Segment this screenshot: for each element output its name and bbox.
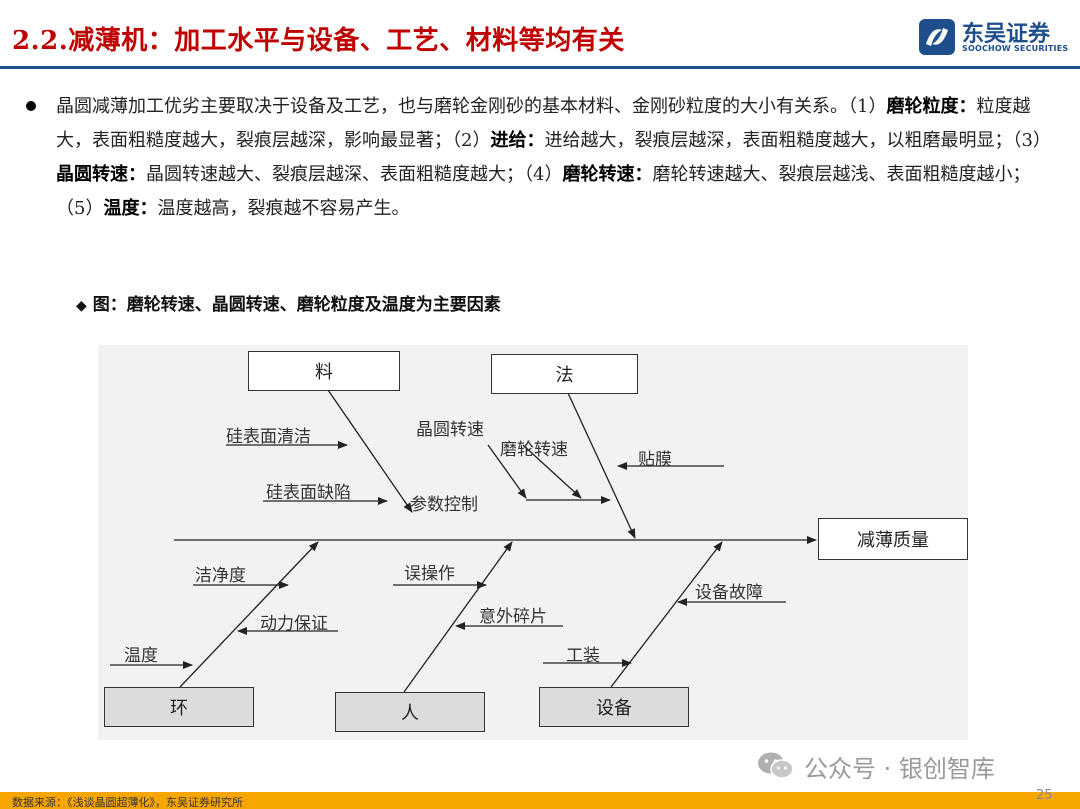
fishbone-lines bbox=[110, 389, 817, 693]
factor-fragment: 意外碎片 bbox=[479, 607, 547, 627]
footer-bar bbox=[0, 792, 1080, 809]
cause-box-people: 人 bbox=[335, 692, 485, 732]
factor-misoperation: 误操作 bbox=[404, 564, 455, 584]
term-temperature: 温度： bbox=[103, 198, 158, 219]
factor-temperature: 温度 bbox=[124, 646, 158, 666]
factor-tooling: 工装 bbox=[566, 646, 600, 666]
figure-caption-text: 图：磨轮转速、晶圆转速、磨轮粒度及温度为主要因素 bbox=[92, 295, 501, 315]
desc-wheel-speed: 磨轮转速越大、裂痕层越浅、表面粗糙度越小；（5） bbox=[56, 164, 1031, 219]
factor-params: 参数控制 bbox=[410, 495, 478, 515]
page-number: 25 bbox=[1036, 788, 1053, 803]
fishbone-diagram: 料 法 减薄质量 环 人 设备 硅表面清洁 硅表面缺陷 晶圆转速 磨轮转速 贴膜… bbox=[98, 345, 968, 740]
wechat-icon bbox=[758, 752, 794, 779]
factor-si-defect: 硅表面缺陷 bbox=[266, 483, 351, 503]
factor-fault: 设备故障 bbox=[695, 583, 763, 603]
term-wheel-speed: 磨轮转速： bbox=[562, 164, 653, 185]
cause-box-method: 法 bbox=[491, 354, 638, 394]
factor-cleanliness: 洁净度 bbox=[195, 566, 246, 586]
cause-box-equipment: 设备 bbox=[539, 687, 689, 727]
cause-box-material: 料 bbox=[248, 351, 400, 391]
bone-material bbox=[327, 389, 413, 513]
soochow-logo-icon bbox=[919, 19, 955, 55]
para-intro: 晶圆减薄加工优劣主要取决于设备及工艺，也与磨轮金刚砂的基本材料、金刚砂粒度的大小… bbox=[56, 96, 887, 117]
data-source: 数据来源：《浅谈晶圆超薄化》，东吴证券研究所 bbox=[12, 796, 243, 809]
logo-text-cn: 东吴证券 bbox=[962, 22, 1051, 47]
bone-method bbox=[567, 392, 636, 539]
watermark-text: 公众号 · 银创智库 bbox=[804, 754, 995, 783]
factor-film: 贴膜 bbox=[638, 450, 672, 470]
term-feed: 进给： bbox=[490, 130, 545, 151]
factor-wheel-speed: 磨轮转速 bbox=[500, 440, 568, 460]
desc-temperature: 温度越高，裂痕越不容易产生。 bbox=[157, 198, 410, 219]
cause-box-environment: 环 bbox=[104, 687, 254, 727]
desc-wafer-speed: 晶圆转速越大、裂痕层越深、表面粗糙度越大；（4） bbox=[146, 164, 563, 185]
header-divider bbox=[0, 66, 1080, 69]
figure-caption: ◆ 图：磨轮转速、晶圆转速、磨轮粒度及温度为主要因素 bbox=[76, 290, 501, 315]
bone-equipment bbox=[610, 541, 723, 688]
desc-feed: 进给越大，裂痕层越深，表面粗糙度越大，以粗磨最明显；（3） bbox=[544, 130, 1051, 151]
term-wafer-speed: 晶圆转速： bbox=[56, 164, 146, 185]
page-title: 2.2.减薄机：加工水平与设备、工艺、材料等均有关 bbox=[12, 26, 625, 56]
wechat-watermark: 公众号 · 银创智库 bbox=[756, 748, 995, 784]
factor-si-cleaning: 硅表面清洁 bbox=[226, 427, 311, 447]
brand-logo: 东吴证券 SOOCHOW SECURITIES bbox=[918, 16, 1068, 58]
factor-wafer-speed: 晶圆转速 bbox=[416, 420, 484, 440]
desc-wheel-grain: 粒度越大，表面粗糙度越大，裂痕层越深，影响最显著；（2） bbox=[56, 96, 1031, 151]
factor-power: 动力保证 bbox=[260, 614, 328, 634]
logo-text-en: SOOCHOW SECURITIES bbox=[962, 44, 1069, 53]
body-paragraph: 晶圆减薄加工优劣主要取决于设备及工艺，也与磨轮金刚砂的基本材料、金刚砂粒度的大小… bbox=[56, 90, 1056, 226]
bone-people bbox=[403, 541, 513, 693]
bone-environment bbox=[179, 541, 319, 688]
diamond-icon: ◆ bbox=[76, 298, 87, 314]
bullet-icon bbox=[26, 101, 36, 111]
term-wheel-grain: 磨轮粒度： bbox=[886, 96, 977, 117]
effect-box-result: 减薄质量 bbox=[818, 518, 968, 560]
